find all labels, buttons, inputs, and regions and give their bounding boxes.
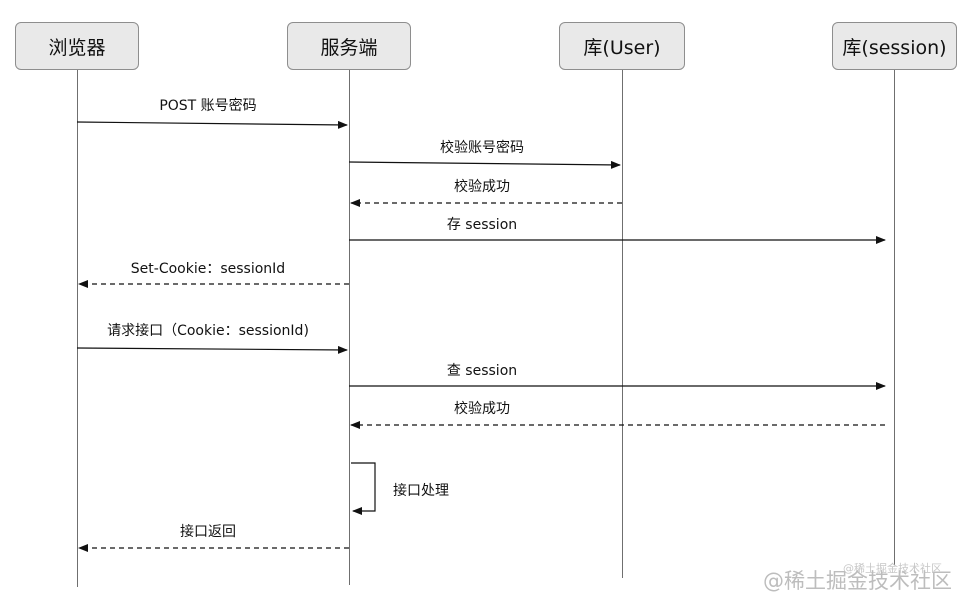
- message-arrow-2: [348, 160, 621, 169]
- message-arrow-1: [76, 120, 348, 129]
- message-label-10: 接口返回: [180, 524, 236, 540]
- watermark: @稀土掘金技术社区: [763, 569, 952, 593]
- message-label-6: 请求接口（Cookie：sessionId): [107, 323, 309, 339]
- participant-browser: 浏览器: [15, 22, 139, 70]
- lifeline-user-db: [622, 70, 623, 578]
- message-label-7: 查 session: [446, 363, 518, 379]
- participant-server: 服务端: [287, 22, 411, 70]
- lifeline-server: [349, 70, 350, 585]
- message-label-9: 接口处理: [393, 483, 449, 499]
- lifeline-session-db: [894, 70, 895, 565]
- message-label-1: POST 账号密码: [159, 98, 257, 114]
- lifeline-browser: [77, 70, 78, 587]
- message-label-3: 校验成功: [454, 179, 510, 195]
- message-arrow-6: [76, 345, 348, 354]
- watermark-ghost: @稀土掘金技术社区: [843, 562, 942, 575]
- message-label-5: Set-Cookie：sessionId: [130, 261, 286, 277]
- participant-user-db: 库(User): [559, 22, 685, 70]
- message-label-8: 校验成功: [454, 401, 510, 417]
- message-label-2: 校验账号密码: [440, 140, 524, 156]
- participant-session-db: 库(session): [832, 22, 957, 70]
- message-arrow-9: [351, 462, 376, 515]
- message-label-4: 存 session: [446, 217, 518, 233]
